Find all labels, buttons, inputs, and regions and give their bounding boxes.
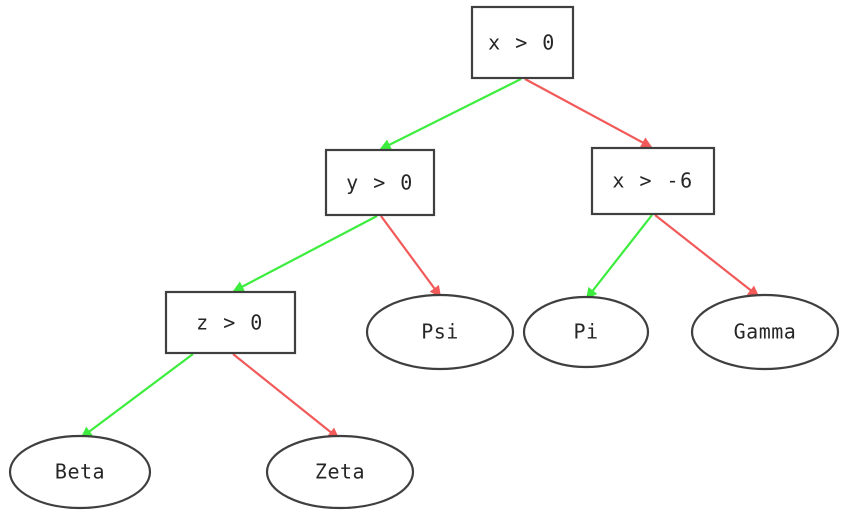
- edge-z-to-beta-true: [80, 353, 194, 439]
- edge-root-to-x6-false: [524, 78, 653, 148]
- decision-node-x6[interactable]: x > -6: [590, 146, 716, 216]
- decision-node-root-label: x > 0: [488, 31, 556, 55]
- leaf-node-pi-label: Pi: [573, 320, 598, 344]
- edge-x6-to-pi-true: [585, 214, 653, 300]
- edge-y-to-psi-false: [380, 215, 442, 298]
- edge-group: [80, 78, 760, 440]
- edge-x6-to-gamma-false: [654, 214, 760, 298]
- leaf-node-gamma-label: Gamma: [734, 320, 797, 344]
- edge-z-to-zeta-false: [232, 353, 340, 440]
- decision-node-root[interactable]: x > 0: [470, 5, 575, 80]
- leaf-node-psi[interactable]: Psi: [365, 293, 515, 371]
- leaf-node-zeta[interactable]: Zeta: [265, 434, 415, 510]
- leaf-node-beta-label: Beta: [55, 460, 105, 484]
- decision-node-z[interactable]: z > 0: [164, 290, 297, 355]
- leaf-node-zeta-label: Zeta: [315, 460, 365, 484]
- decision-node-y-label: y > 0: [346, 171, 414, 195]
- leaf-node-gamma[interactable]: Gamma: [690, 293, 840, 371]
- edge-root-to-y-true: [379, 78, 522, 150]
- leaf-node-psi-label: Psi: [421, 320, 459, 344]
- decision-node-y[interactable]: y > 0: [324, 148, 436, 217]
- leaf-node-pi[interactable]: Pi: [522, 295, 650, 369]
- decision-node-x6-label: x > -6: [612, 169, 693, 193]
- decision-node-z-label: z > 0: [196, 311, 264, 335]
- leaf-node-beta[interactable]: Beta: [8, 434, 152, 510]
- edge-y-to-z-true: [232, 215, 378, 292]
